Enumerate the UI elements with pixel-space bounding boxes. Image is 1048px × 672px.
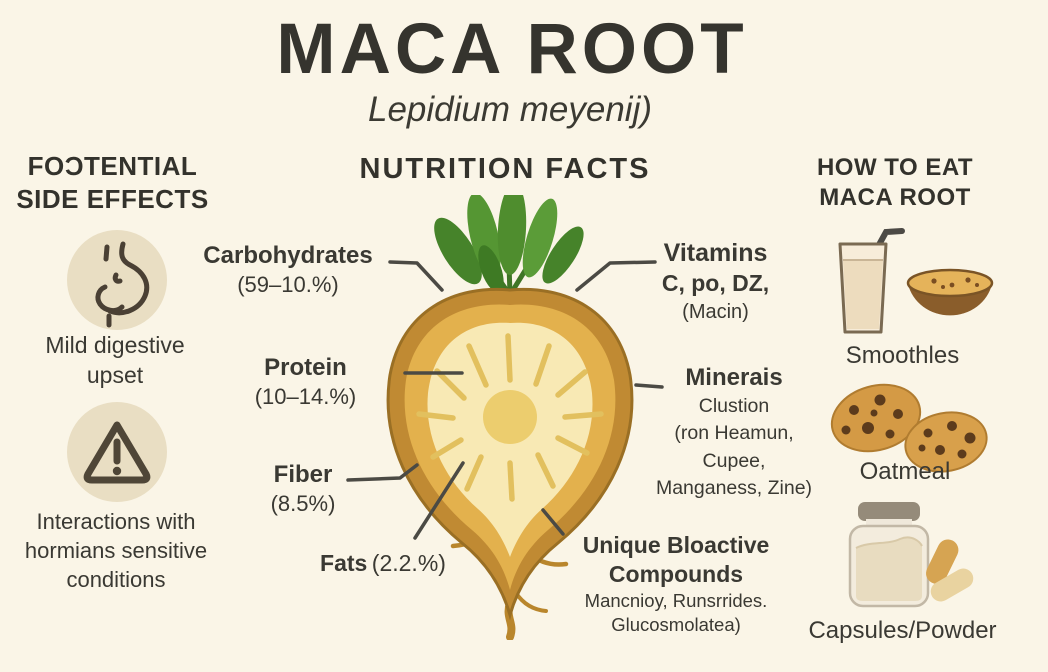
leader-lines [346,260,664,540]
maca-leaves [434,195,584,293]
vitamins-name: Vitamins [663,239,768,267]
fiber-name: Fiber [273,461,333,488]
stomach-icon [67,230,167,330]
protein-value: (10–14.%) [254,384,357,409]
carbohydrates-name: Carbohydrates [203,242,373,269]
cookie-1 [830,383,922,453]
leader-carbohydrates [388,260,444,292]
eat-label-smoothies: Smoothles [845,342,960,369]
jar-lid [858,502,920,521]
eat-label-capsules-powder: Capsules/Powder [808,617,997,644]
fats-value: (2.2.%) [371,550,446,576]
callout-bioactive: Unique Bloactive Compounds Mancnioy, Run… [552,531,800,637]
fiber-value: (8.5%) [270,491,336,516]
how-to-eat-heading: HOW TO EAT MACA ROOT [816,154,974,211]
callout-protein: Protein (10–14.%) [218,353,393,412]
flesh-rays [416,333,604,502]
vitamins-value: C, po, DZ, [661,270,770,297]
side-effect-label-digestive: Mild digestive upset [45,332,185,389]
bioactive-name: Unique Bloactive Compounds [582,532,770,587]
leader-minerals [634,383,664,389]
side-effects-heading: FOƆTENTIAL SIDE EFFECTS [16,151,209,214]
leader-fiber [346,463,419,482]
carbohydrates-value: (59–10.%) [237,272,339,297]
callout-minerals: Minerais Clustion (ron Heamun, Cupee, Ma… [628,363,840,502]
leader-fats [413,461,465,540]
powder [856,537,922,601]
leader-bioactive [541,508,565,536]
nutrition-facts-heading: NUTRITION FACTS [359,153,651,185]
warning-triangle-icon [67,402,167,502]
capsule-jar-icon [848,502,974,608]
minerals-name: Minerais [685,364,783,391]
page-title: MACA ROOT [276,10,748,89]
root-core [483,390,537,444]
maca-root-illustration [346,195,664,640]
capsule-1 [926,539,959,584]
callout-carbohydrates: Carbohydrates (59–10.%) [188,241,388,300]
protein-name: Protein [264,354,347,381]
eat-label-oatmeal: Oatmeal [859,458,951,485]
smoothie-and-bowl-icon [838,228,994,334]
page-subtitle: Lepidium meyenij) [367,90,653,129]
bowl-contents [906,268,994,298]
callout-fiber: Fiber (8.5%) [243,460,363,519]
vitamins-note: (Macin) [682,301,749,323]
cookie-2 [904,411,988,473]
callout-vitamins: Vitamins C, po, DZ, (Macin) [638,238,793,326]
callout-fats: Fats (2.2.%) [298,549,468,579]
minerals-value: Clustion (ron Heamun, Cupee, Manganess, … [655,395,813,499]
side-effect-label-interactions: Interactions with hormians sensitive con… [24,509,208,593]
capsule-2 [930,568,974,602]
leader-vitamins [575,260,657,292]
bioactive-value: Mancnioy, Runsrrides. Glucosmolatea) [584,589,768,635]
cookies-icon [830,383,988,473]
smoothie-liquid [843,260,883,329]
fats-name: Fats [320,550,368,576]
